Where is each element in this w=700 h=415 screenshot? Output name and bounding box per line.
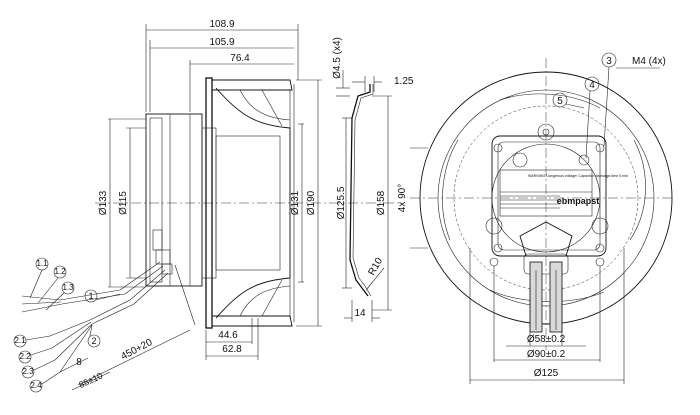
dim-width-446: 44.6 (218, 330, 238, 341)
mount-hole-tl (493, 143, 503, 153)
callout-4: 4 (589, 80, 595, 91)
connector-pentagon (519, 221, 573, 257)
callout-1: 1 (88, 291, 93, 301)
section-view: 1.25 Ø4.5 (x4) Ø125.5 Ø158 R10 14 (330, 37, 414, 322)
mount-hole-tr (595, 143, 605, 153)
dim-dia-158: Ø158 (376, 190, 387, 215)
callout-2-3: 2.3 (22, 367, 34, 376)
dim-thread: M4 (4x) (632, 56, 666, 67)
callout-5: 5 (557, 96, 563, 107)
dim-dia-115: Ø115 (118, 191, 129, 215)
callout-group-1: 1.1 1.2 1.3 1 (29, 257, 121, 311)
dim-total-width: 108.9 (209, 19, 234, 30)
callout-1-1: 1.1 (36, 259, 48, 268)
callout-2: 2 (91, 336, 96, 346)
callout-1-3: 1.3 (62, 283, 74, 292)
rotor-hub (215, 135, 281, 271)
motor-end-cap (149, 117, 163, 283)
callout-2-1: 2.1 (14, 336, 26, 345)
motor-body (145, 113, 203, 287)
cable-len-8: 8 (76, 357, 82, 368)
dim-dia-90: Ø90±0.2 (527, 349, 566, 360)
dim-dia-58: Ø58±0.2 (527, 334, 566, 345)
cable-len-85: 85±10 (77, 370, 104, 390)
dim-dia-125: Ø125 (534, 368, 559, 379)
inner-ring (437, 89, 655, 307)
dim-angle: 4x 90° (397, 184, 408, 212)
warning-label-panel (499, 169, 593, 217)
callout-3: 3 (606, 56, 612, 67)
dim-dia-1255: Ø125.5 (336, 186, 347, 219)
dim-hole-dia: Ø4.5 (x4) (332, 37, 343, 79)
impeller-back-plate (205, 77, 213, 329)
dim-dia-190: Ø190 (306, 190, 317, 215)
callout-2-2: 2.2 (19, 352, 31, 361)
cable-exit-housing (523, 253, 569, 275)
dim-dia-133: Ø133 (98, 190, 109, 215)
side-view: 108.9 105.9 76.4 Ø133 Ø115 Ø131 Ø190 44.… (13, 19, 330, 393)
dim-dia-131: Ø131 (290, 190, 301, 215)
mount-hole-br (595, 243, 605, 253)
callout-1-2: 1.2 (54, 267, 66, 276)
mount-hole-bl (493, 243, 503, 253)
dim-depth: 14 (354, 308, 366, 319)
warning-text: WARNING Dangerous voltage! Capacitor dis… (528, 174, 628, 178)
callout-2-4: 2.4 (30, 381, 42, 390)
brand-logo: ebmpapst (557, 196, 600, 206)
dim-thickness: 1.25 (394, 76, 414, 87)
section-profile (349, 84, 371, 297)
cable-bundle (21, 261, 196, 386)
outer-ring (419, 71, 673, 325)
dim-radius: R10 (366, 256, 385, 278)
dim-width-105: 105.9 (209, 37, 234, 48)
impeller-shroud-top (212, 79, 293, 91)
front-view: WARNING Dangerous voltage! Capacitor dis… (397, 52, 673, 384)
dim-width-628: 62.8 (222, 344, 242, 355)
callout-group-2: 2.1 2.2 2.3 2.4 2 (13, 324, 101, 393)
dim-impeller-width: 76.4 (230, 53, 250, 64)
